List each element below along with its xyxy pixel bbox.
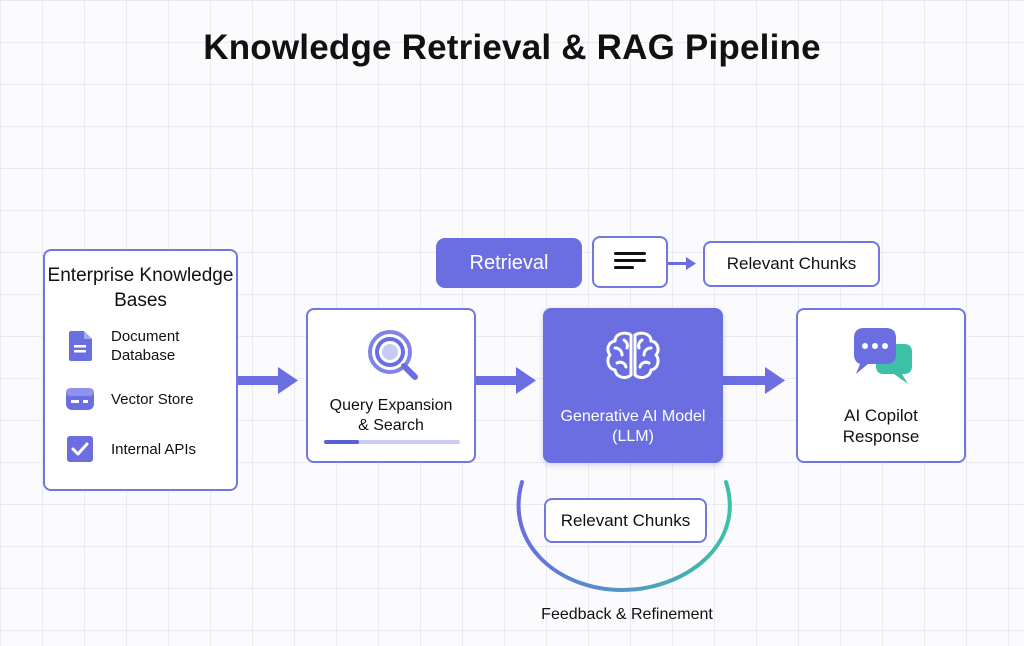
arrow-query-to-llm (476, 367, 536, 394)
kb-item-label: Vector Store (111, 390, 194, 408)
knowledge-bases-panel: Enterprise Knowledge Bases Document Data… (43, 249, 238, 491)
query-expansion-label: Query Expansion & Search (329, 397, 453, 434)
llm-box: Generative AI Model (LLM) (543, 308, 723, 463)
llm-label: Generative AI Model (LLM) (560, 408, 706, 445)
query-progress-bar (324, 440, 460, 444)
relevant-chunks-top: Relevant Chunks (703, 241, 880, 287)
relevant-chunks-bottom: Relevant Chunks (544, 498, 707, 543)
kb-item-internal-apis: Internal APIs (65, 433, 196, 465)
text-lines-pill (592, 236, 668, 288)
document-icon (65, 330, 95, 362)
arrow-doc-to-chunks (668, 257, 696, 270)
page-title: Knowledge Retrieval & RAG Pipeline (203, 28, 821, 67)
text-lines-icon (613, 250, 647, 275)
database-icon (65, 383, 95, 415)
kb-item-label: Document Database (111, 328, 180, 364)
chat-bubbles-icon (850, 326, 916, 393)
search-icon (364, 326, 424, 391)
response-box: AI Copilot Response (796, 308, 966, 463)
query-progress-fill (324, 440, 360, 444)
knowledge-bases-title: Enterprise Knowledge Bases (47, 265, 234, 311)
arrow-kb-to-query (238, 367, 298, 394)
kb-item-vector-store: Vector Store (65, 383, 194, 415)
response-label: AI Copilot Response (842, 406, 920, 446)
feedback-label: Feedback & Refinement (541, 606, 713, 623)
arrow-llm-to-response (723, 367, 785, 394)
feedback-loop (516, 480, 732, 593)
kb-item-document-database: Document Database (65, 327, 179, 365)
brain-icon (604, 330, 662, 387)
retrieval-button[interactable]: Retrieval (436, 238, 582, 288)
kb-item-label: Internal APIs (111, 440, 197, 458)
checkbox-icon (65, 433, 95, 465)
query-expansion-box: Query Expansion & Search (306, 308, 476, 463)
